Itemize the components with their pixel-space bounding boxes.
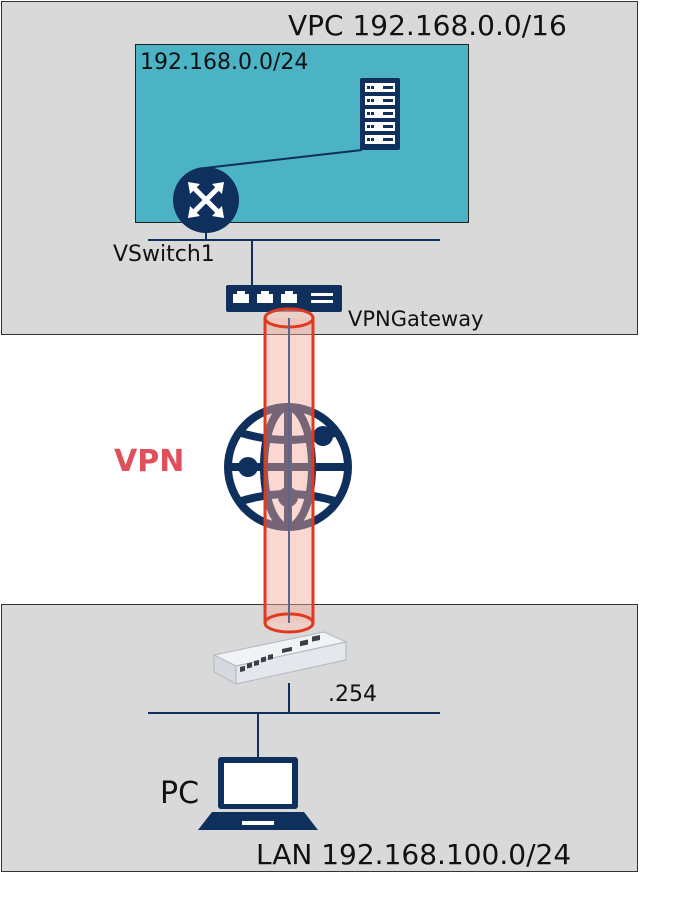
subnet-label: 192.168.0.0/24 [140,50,309,75]
vpn-tunnel [263,307,315,634]
vpn-gateway-label: VPNGateway [348,307,484,331]
router-icon [173,167,239,240]
router-address-label: .254 [328,682,377,707]
vpn-gateway-icon [226,285,342,312]
laptop-icon [198,757,318,830]
vpn-label: VPN [114,444,185,479]
globe-node-icon [238,426,333,507]
network-router-device-icon [212,631,348,686]
server-icon [360,78,400,150]
vpc-label: VPC 192.168.0.0/16 [288,9,567,42]
lan-label: LAN 192.168.100.0/24 [256,838,572,871]
vswitch-label: VSwitch1 [113,242,215,267]
pc-label: PC [160,776,200,811]
subnet-link-line [204,149,363,169]
